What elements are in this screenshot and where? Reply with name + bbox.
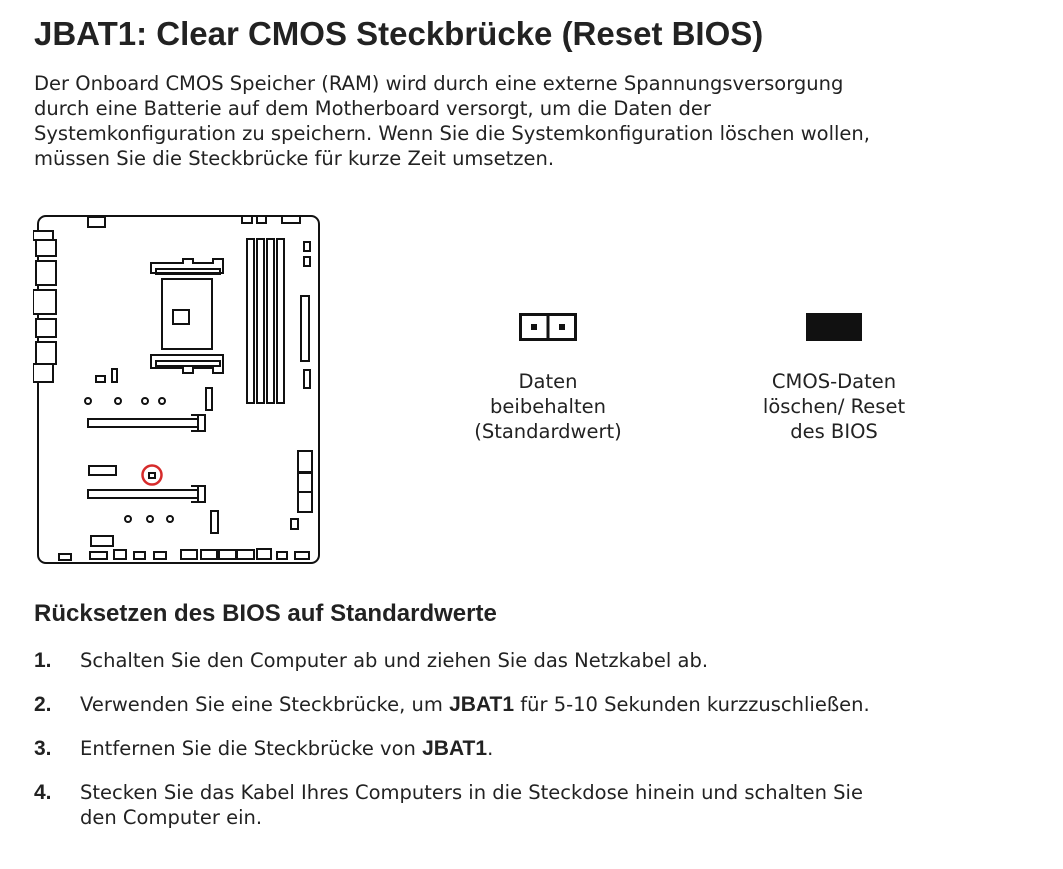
- intro-paragraph: Der Onboard CMOS Speicher (RAM) wird dur…: [34, 71, 1044, 171]
- vrm-heatsink-left: [150, 354, 224, 374]
- step-number: 3.: [34, 737, 52, 760]
- jumper-open-icon: [519, 313, 577, 341]
- jumper-closed-icon: [806, 313, 862, 341]
- small-chips: [88, 368, 219, 534]
- intro-line: durch eine Batterie auf dem Motherboard …: [34, 97, 711, 120]
- step-text-before: Entfernen Sie die Steckbrücke von: [80, 737, 423, 760]
- steps-list: 1. Schalten Sie den Computer ab und zieh…: [34, 648, 1044, 849]
- step-text-bold: JBAT1: [449, 693, 515, 716]
- rear-io-ports: [33, 230, 57, 383]
- motherboard-diagram: [33, 215, 320, 564]
- jbat1-location: [141, 464, 163, 486]
- right-edge-connectors: [290, 241, 313, 530]
- step-text-before: Verwenden Sie eine Steckbrücke, um: [80, 693, 450, 716]
- cpu-socket: [161, 278, 213, 350]
- step-text: Stecken Sie das Kabel Ihres Computers in…: [80, 781, 863, 804]
- intro-line: müssen Sie die Steckbrücke für kurze Zei…: [34, 147, 555, 170]
- jumper-keep-caption: Daten beibehalten (Standardwert): [474, 370, 622, 443]
- intro-line: Systemkonfiguration zu speichern. Wenn S…: [34, 122, 870, 145]
- list-item: 2. Verwenden Sie eine Steckbrücke, um JB…: [34, 692, 1044, 717]
- jumper-clear-caption: CMOS-Daten löschen/ Reset des BIOS: [762, 370, 906, 443]
- m2-slot: [90, 535, 114, 547]
- list-item: 4. Stecken Sie das Kabel Ihres Computers…: [34, 780, 1044, 830]
- step-text-after: für 5-10 Sekunden kurzzuschließen.: [514, 693, 870, 716]
- step-text-bold: JBAT1: [422, 737, 488, 760]
- pcie-slot-top: [87, 414, 206, 432]
- dimm-slots: [246, 238, 285, 404]
- pcie-slot-bottom: [87, 485, 206, 503]
- mount-holes: [84, 397, 174, 523]
- step-text: Schalten Sie den Computer ab und ziehen …: [80, 649, 709, 672]
- board-outline: [37, 215, 320, 564]
- page-title: JBAT1: Clear CMOS Steckbrücke (Reset BIO…: [34, 15, 764, 52]
- step-text: den Computer ein.: [80, 806, 263, 829]
- step-number: 4.: [34, 781, 52, 804]
- vrm-heatsink-top: [150, 258, 224, 275]
- intro-line: Der Onboard CMOS Speicher (RAM) wird dur…: [34, 72, 844, 95]
- step-number: 1.: [34, 649, 52, 672]
- section-title: Rücksetzen des BIOS auf Standardwerte: [34, 600, 497, 627]
- bottom-headers: [58, 548, 310, 561]
- list-item: 1. Schalten Sie den Computer ab und zieh…: [34, 648, 1044, 673]
- step-number: 2.: [34, 693, 52, 716]
- step-text-after: .: [487, 737, 494, 760]
- top-connectors: [87, 215, 301, 228]
- list-item: 3. Entfernen Sie die Steckbrücke von JBA…: [34, 736, 1044, 761]
